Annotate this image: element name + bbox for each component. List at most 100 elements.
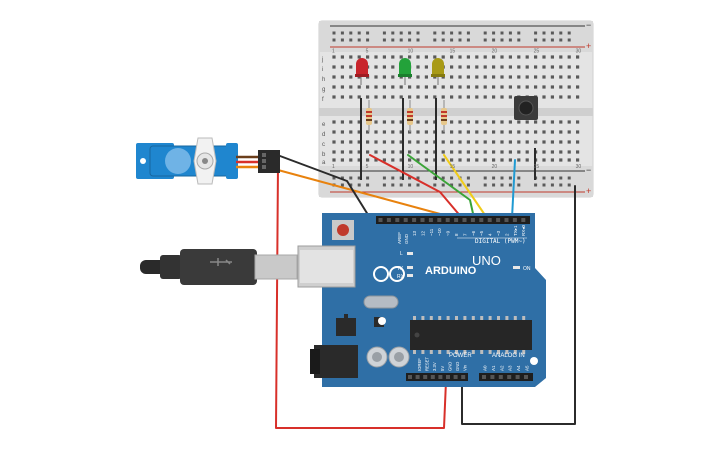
breadboard-hole[interactable] [424, 130, 428, 134]
breadboard-hole[interactable] [517, 140, 521, 144]
breadboard-hole[interactable] [366, 95, 370, 99]
header-pin[interactable] [412, 218, 417, 222]
breadboard-hole[interactable] [374, 65, 378, 69]
rail-hole[interactable] [366, 183, 370, 187]
breadboard-hole[interactable] [483, 65, 487, 69]
resistor[interactable] [366, 100, 372, 132]
breadboard-hole[interactable] [466, 140, 470, 144]
rail-hole[interactable] [517, 31, 521, 35]
rail-hole[interactable] [441, 176, 445, 180]
rail-hole[interactable] [340, 38, 344, 42]
header-pin[interactable] [462, 218, 467, 222]
breadboard-hole[interactable] [374, 150, 378, 154]
breadboard-hole[interactable] [332, 95, 336, 99]
servo-motor[interactable] [136, 137, 280, 185]
rail-hole[interactable] [542, 176, 546, 180]
breadboard-hole[interactable] [534, 85, 538, 89]
breadboard-hole[interactable] [508, 85, 512, 89]
breadboard-hole[interactable] [458, 85, 462, 89]
green-led[interactable] [398, 58, 412, 85]
black-wire-servo-ground[interactable] [279, 155, 371, 219]
breadboard-hole[interactable] [517, 75, 521, 79]
breadboard-hole[interactable] [349, 95, 353, 99]
breadboard-hole[interactable] [408, 140, 412, 144]
breadboard-hole[interactable] [559, 150, 563, 154]
breadboard-hole[interactable] [517, 158, 521, 162]
breadboard-hole[interactable] [483, 140, 487, 144]
rail-hole[interactable] [466, 183, 470, 187]
breadboard-hole[interactable] [374, 140, 378, 144]
breadboard-hole[interactable] [357, 150, 361, 154]
breadboard-hole[interactable] [567, 75, 571, 79]
breadboard-hole[interactable] [424, 120, 428, 124]
breadboard-hole[interactable] [416, 130, 420, 134]
breadboard-hole[interactable] [500, 55, 504, 59]
rail-hole[interactable] [357, 183, 361, 187]
breadboard-hole[interactable] [332, 158, 336, 162]
breadboard-hole[interactable] [483, 150, 487, 154]
header-pin[interactable] [438, 375, 443, 379]
breadboard-hole[interactable] [366, 150, 370, 154]
breadboard-hole[interactable] [508, 158, 512, 162]
breadboard-hole[interactable] [416, 65, 420, 69]
breadboard-hole[interactable] [399, 158, 403, 162]
breadboard-hole[interactable] [517, 130, 521, 134]
breadboard-hole[interactable] [416, 75, 420, 79]
breadboard-hole[interactable] [508, 65, 512, 69]
breadboard-hole[interactable] [466, 75, 470, 79]
breadboard-hole[interactable] [559, 140, 563, 144]
rail-hole[interactable] [433, 31, 437, 35]
breadboard-hole[interactable] [416, 158, 420, 162]
rail-hole[interactable] [416, 38, 420, 42]
rail-hole[interactable] [416, 176, 420, 180]
breadboard-hole[interactable] [332, 120, 336, 124]
breadboard-hole[interactable] [466, 85, 470, 89]
breadboard-hole[interactable] [475, 95, 479, 99]
breadboard-hole[interactable] [416, 120, 420, 124]
breadboard-hole[interactable] [576, 140, 580, 144]
breadboard-hole[interactable] [508, 150, 512, 154]
rail-hole[interactable] [349, 31, 353, 35]
breadboard-hole[interactable] [483, 120, 487, 124]
breadboard-hole[interactable] [576, 95, 580, 99]
breadboard-hole[interactable] [374, 158, 378, 162]
breadboard-hole[interactable] [391, 95, 395, 99]
breadboard-hole[interactable] [559, 95, 563, 99]
rail-hole[interactable] [332, 31, 336, 35]
rail-hole[interactable] [466, 176, 470, 180]
header-pin[interactable] [461, 375, 466, 379]
breadboard-hole[interactable] [450, 75, 454, 79]
rail-hole[interactable] [567, 183, 571, 187]
breadboard-hole[interactable] [441, 150, 445, 154]
breadboard-hole[interactable] [357, 140, 361, 144]
breadboard-hole[interactable] [458, 130, 462, 134]
rail-hole[interactable] [500, 31, 504, 35]
terminal-strip-holes[interactable] [332, 55, 580, 162]
breadboard-hole[interactable] [349, 85, 353, 89]
rail-hole[interactable] [517, 176, 521, 180]
breadboard-hole[interactable] [500, 85, 504, 89]
breadboard-hole[interactable] [424, 150, 428, 154]
yellow-led[interactable] [431, 58, 445, 85]
rail-hole[interactable] [416, 31, 420, 35]
breadboard-hole[interactable] [332, 65, 336, 69]
header-pin[interactable] [423, 375, 428, 379]
breadboard-hole[interactable] [525, 158, 529, 162]
rail-hole[interactable] [399, 38, 403, 42]
breadboard-hole[interactable] [576, 158, 580, 162]
breadboard-hole[interactable] [450, 65, 454, 69]
breadboard-hole[interactable] [374, 130, 378, 134]
rail-hole[interactable] [458, 38, 462, 42]
breadboard-hole[interactable] [475, 158, 479, 162]
usb-cable[interactable] [140, 249, 298, 285]
breadboard-hole[interactable] [517, 85, 521, 89]
breadboard-hole[interactable] [475, 120, 479, 124]
resistor[interactable] [441, 100, 447, 132]
rail-hole[interactable] [508, 176, 512, 180]
breadboard-hole[interactable] [483, 75, 487, 79]
breadboard-hole[interactable] [357, 85, 361, 89]
breadboard-hole[interactable] [483, 85, 487, 89]
breadboard-hole[interactable] [492, 85, 496, 89]
breadboard-hole[interactable] [534, 140, 538, 144]
breadboard-hole[interactable] [550, 55, 554, 59]
